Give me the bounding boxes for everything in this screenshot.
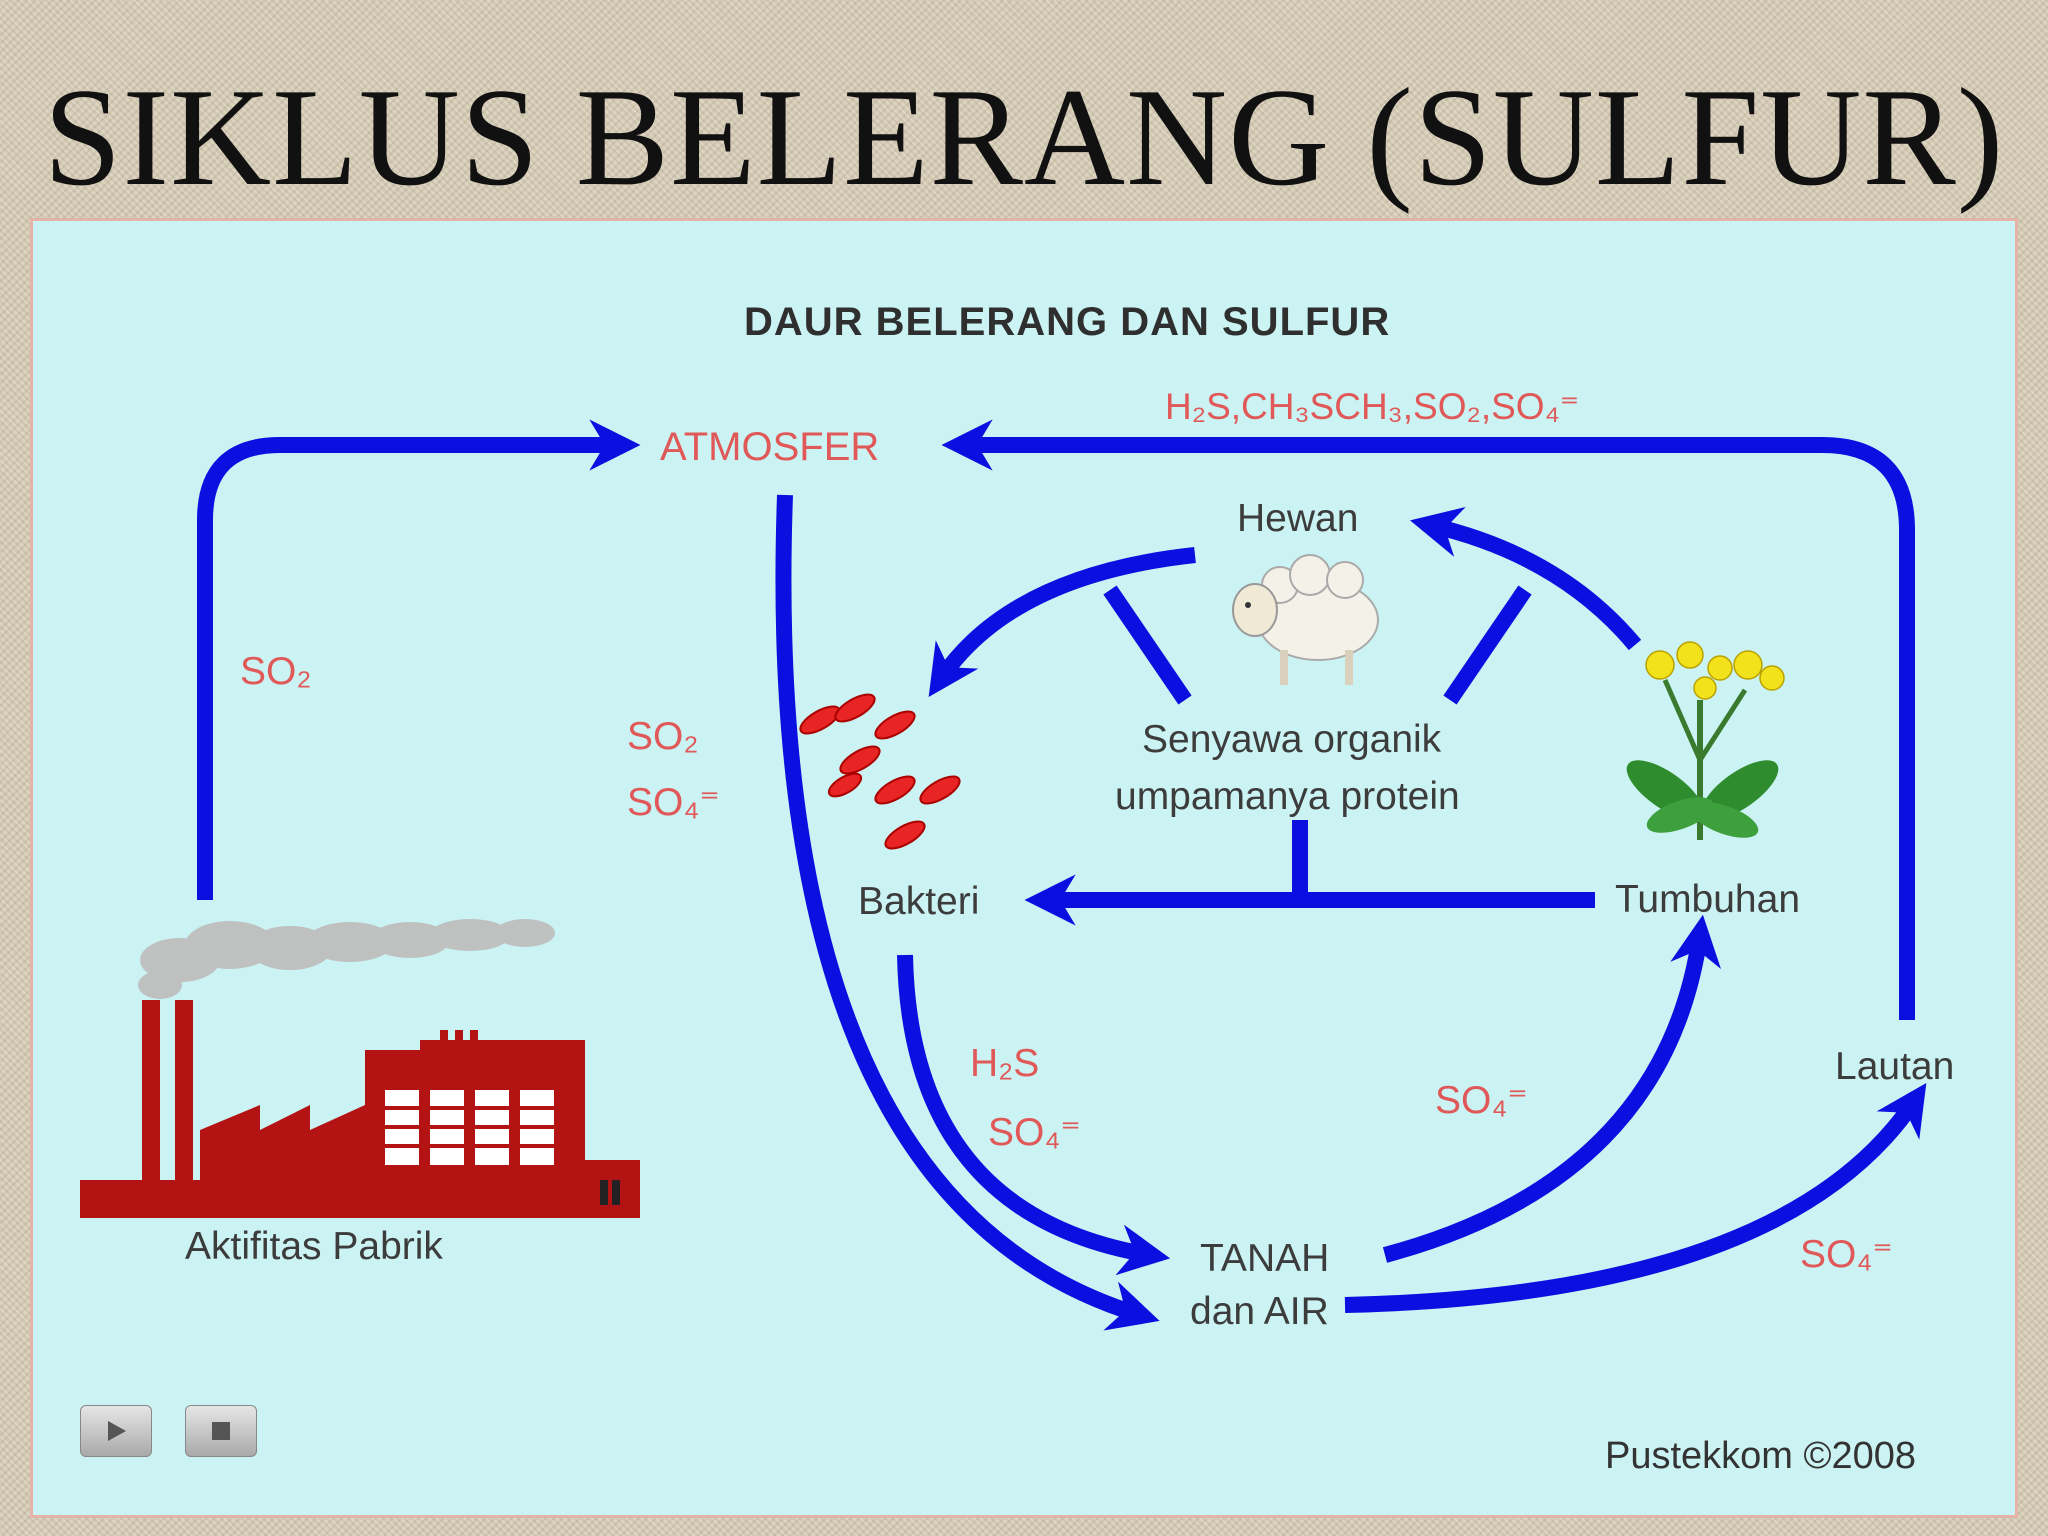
organic-compound-line1: Senyawa organik (1142, 718, 1442, 761)
arrow-hewan-to-bakteri (928, 547, 1196, 698)
atmosfer-so2-label: SO₂ (627, 715, 699, 758)
pabrik-so2-label: SO₂ (240, 650, 312, 693)
plant-icon (1626, 641, 1785, 840)
atmosfer-so4-label: SO₄⁼ (627, 781, 720, 824)
play-button[interactable] (80, 1405, 152, 1457)
tanah-lautan-so4-label: SO₄⁼ (1800, 1233, 1893, 1276)
arrow-atmosfer-to-tanah (775, 494, 1160, 1331)
stop-button[interactable] (185, 1405, 257, 1457)
arrow-pabrik-to-atmosfer (197, 419, 641, 900)
atmosfer-label: ATMOSFER (660, 425, 880, 469)
bakteri-label: Bakteri (858, 880, 980, 923)
top-gases-label: H₂S,CH₃SCH₃,SO₂,SO₄⁼ (1165, 386, 1580, 427)
arrow-tumbuhan-to-hewan (1410, 506, 1642, 651)
diagram-panel (30, 218, 2018, 1518)
arrow-lautan-to-atmosfer (941, 419, 1915, 1020)
diagram-heading: DAUR BELERANG DAN SULFUR (744, 300, 1391, 344)
hewan-label: Hewan (1237, 497, 1359, 540)
arrow-tanah-to-lautan (1344, 1082, 1927, 1313)
play-icon (108, 1421, 126, 1441)
organic-compound-line2: umpamanya protein (1115, 775, 1460, 818)
pabrik-label: Aktifitas Pabrik (185, 1225, 443, 1268)
sheep-icon (1232, 554, 1379, 685)
smoke-cloud (138, 919, 555, 999)
link-organic-to-hewan-left (1103, 585, 1192, 705)
lautan-label: Lautan (1835, 1045, 1955, 1088)
tanah-label-line1: TANAH (1200, 1237, 1330, 1280)
tumbuhan-label: Tumbuhan (1615, 878, 1801, 921)
bakteri-so4-label: SO₄⁼ (988, 1111, 1081, 1154)
bacteria-icon (799, 693, 961, 850)
slide-title: SIKLUS BELERANG (SULFUR) (43, 60, 2005, 215)
bakteri-h2s-label: H₂S (970, 1042, 1040, 1085)
credit-text: Pustekkom ©2008 (1605, 1435, 1917, 1477)
tanah-label-line2: dan AIR (1190, 1290, 1329, 1333)
tanah-tumbuhan-so4-label: SO₄⁼ (1435, 1079, 1528, 1122)
arrow-tanah-to-tumbuhan (1382, 914, 1721, 1263)
stop-icon (212, 1422, 230, 1440)
factory-icon (80, 1000, 640, 1218)
link-organic-to-hewan-right (1443, 585, 1532, 705)
arrow-bakteri-to-tanah (897, 954, 1171, 1276)
